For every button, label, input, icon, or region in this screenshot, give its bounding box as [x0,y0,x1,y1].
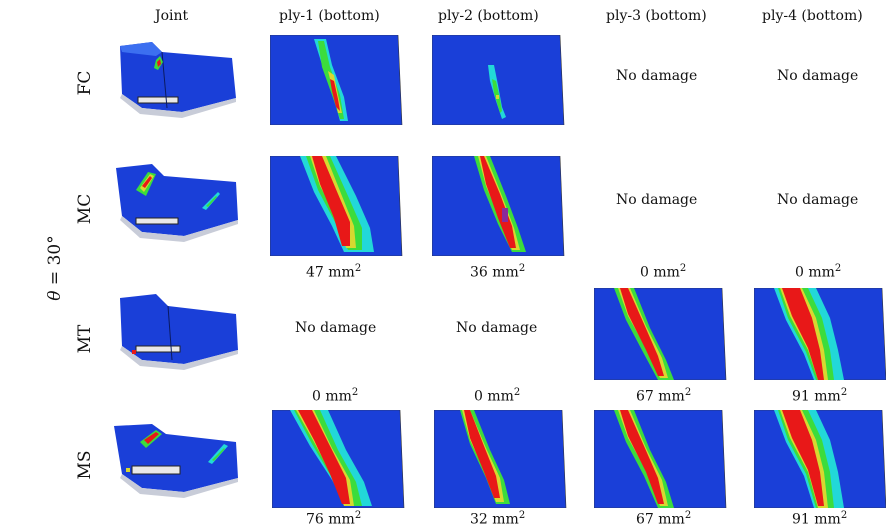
panel-mc-ply1 [270,156,403,256]
mc-ply3-no-damage: No damage [616,192,698,208]
mt-ply2-no-damage: No damage [456,320,538,336]
mt-ply4-area: 91 mm2 [792,387,848,405]
joint-image-mc [116,164,238,242]
fc-ply3-no-damage: No damage [616,68,698,84]
panel-mc-ply2 [432,156,565,256]
row-label-fc: FC [75,70,95,96]
fc-ply4-no-damage: No damage [777,68,859,84]
header-ply-1: ply-1 (bottom) [279,8,380,24]
ms-ply4-area: 91 mm2 [792,510,848,528]
mc-ply1-area: 47 mm2 [306,263,362,281]
header-ply-4: ply-4 (bottom) [762,8,863,24]
theta-value: = 30° [45,235,65,291]
mc-ply2-area: 36 mm2 [470,263,526,281]
header-joint: Joint [155,8,189,24]
ms-ply1-area: 76 mm2 [306,510,362,528]
panel-mt-ply3 [594,288,727,380]
mt-ply1-area: 0 mm2 [312,387,359,405]
panel-ms-ply4 [754,410,886,508]
mc-ply4-area: 0 mm2 [795,263,842,281]
mc-ply3-area: 0 mm2 [640,263,687,281]
row-label-ms: MS [75,450,95,480]
mt-ply3-area: 67 mm2 [636,387,692,405]
joint-image-mt [120,294,238,370]
panel-ms-ply1 [272,410,405,508]
panel-ms-ply2 [434,410,567,508]
ms-ply2-area: 32 mm2 [470,510,526,528]
joint-image-ms [114,424,238,498]
ms-ply3-area: 67 mm2 [636,510,692,528]
panel-ms-ply3 [594,410,727,508]
panel-fc-ply2 [432,35,565,125]
joint-image-fc [120,42,236,118]
panel-fc-ply1 [270,35,403,125]
mt-ply2-area: 0 mm2 [474,387,521,405]
row-label-mc: MC [75,193,95,225]
mt-ply1-no-damage: No damage [295,320,377,336]
header-ply-3: ply-3 (bottom) [606,8,707,24]
panel-mt-ply4 [754,288,886,380]
row-label-mt: MT [75,324,95,354]
theta-label: θ = 30° [45,223,65,313]
header-ply-2: ply-2 (bottom) [438,8,539,24]
mc-ply4-no-damage: No damage [777,192,859,208]
theta-symbol: θ [45,290,65,301]
